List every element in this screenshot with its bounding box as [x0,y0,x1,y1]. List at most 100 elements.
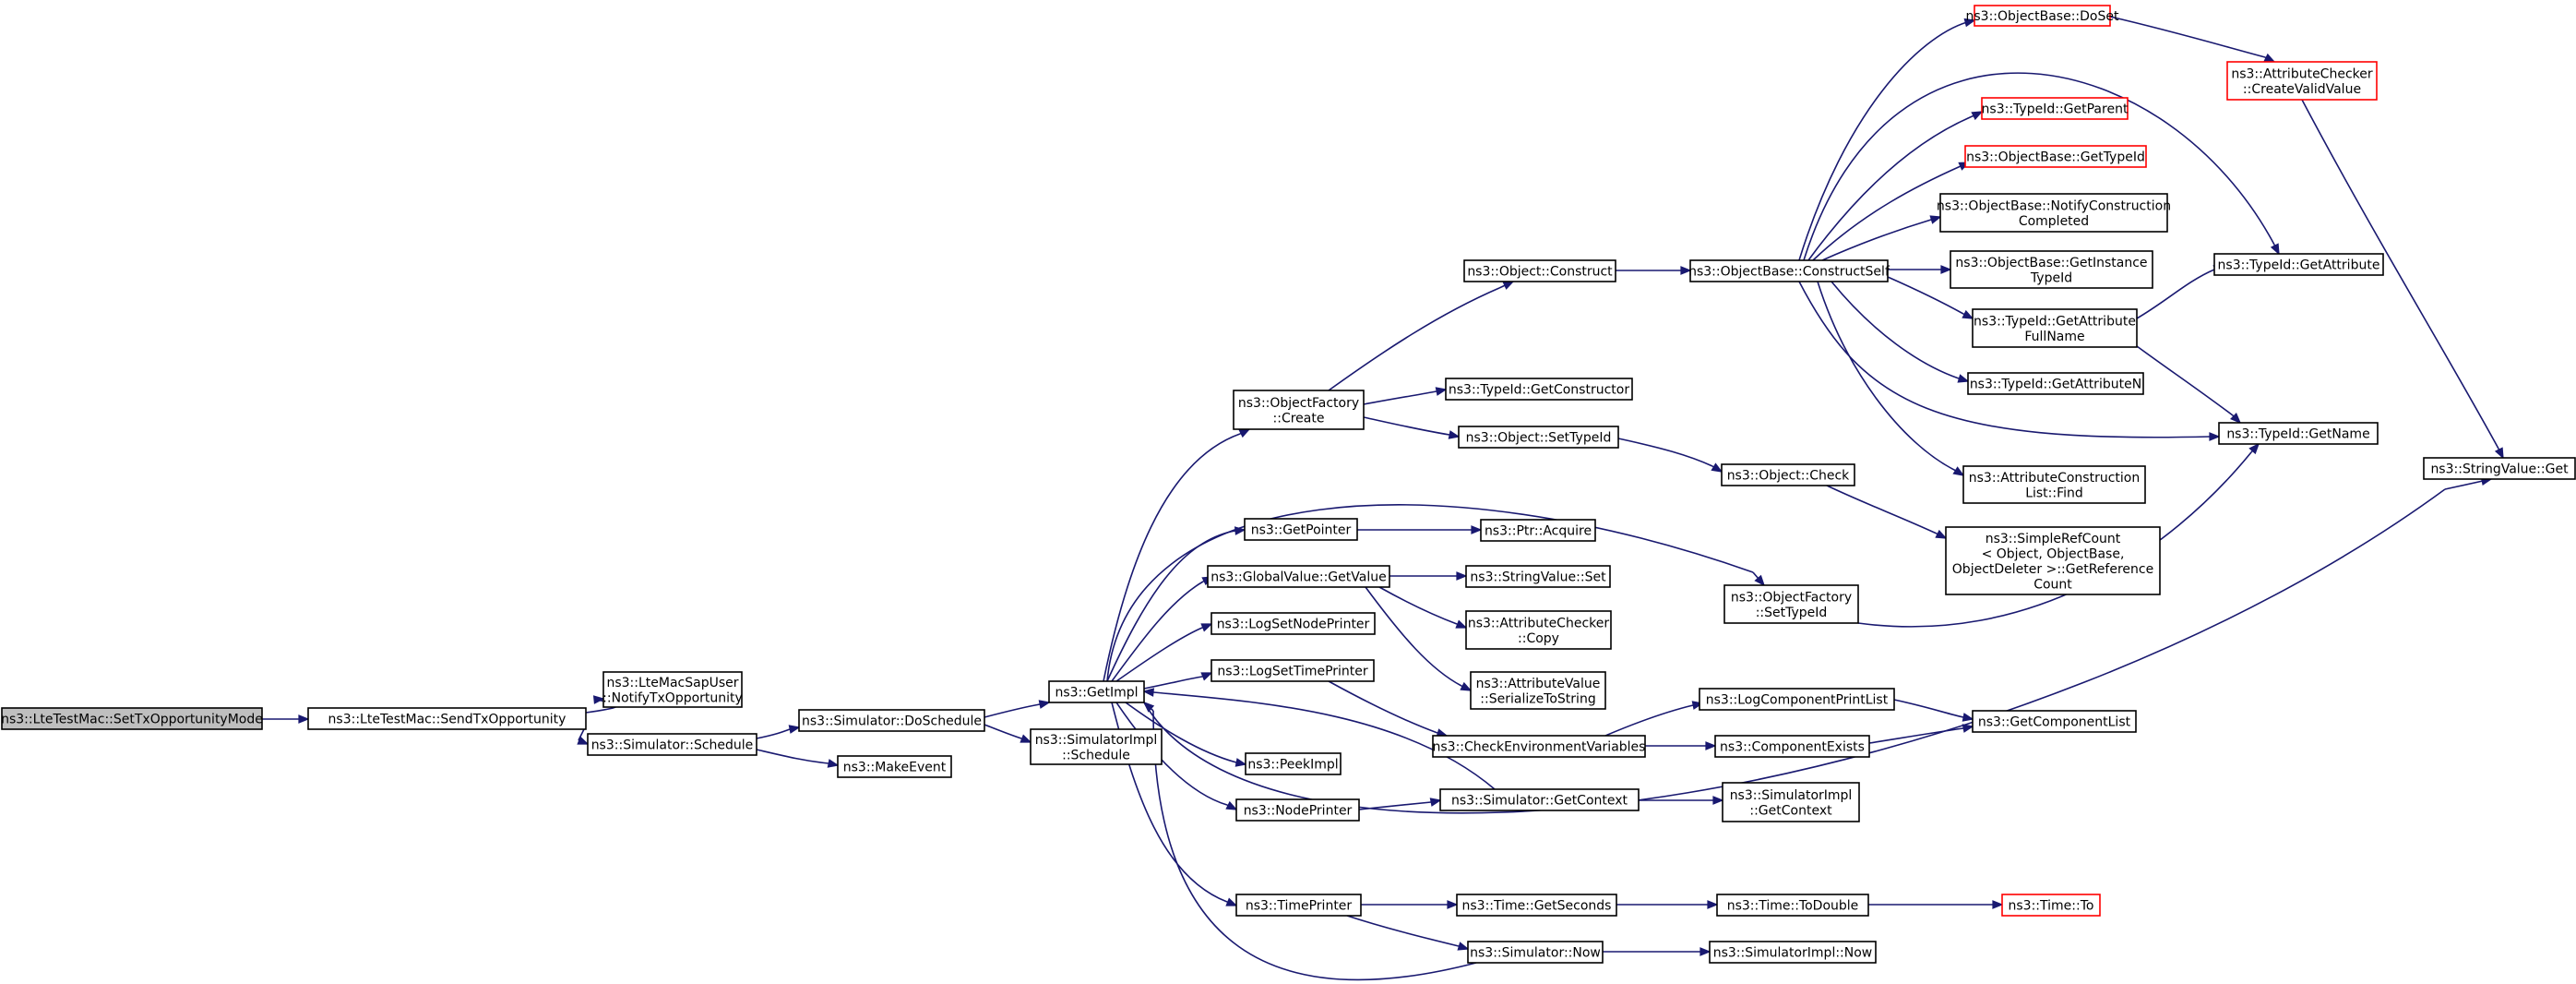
node-box[interactable] [1465,565,1611,588]
node-n6[interactable]: ns3::GetImpl [1048,680,1145,703]
node-n3[interactable]: ns3::Simulator::Schedule [587,733,757,756]
node-n36[interactable]: ns3::TypeId::GetParent [1981,97,2129,120]
node-box[interactable] [2218,422,2379,445]
node-box[interactable] [587,733,757,756]
node-n14[interactable]: ns3::NodePrinter [1235,798,1360,822]
node-box[interactable] [1974,5,2111,27]
node-n33[interactable]: ns3::Time::ToDouble [1716,894,1869,917]
node-box[interactable] [2213,253,2384,276]
node-box[interactable] [1207,565,1390,588]
node-n22[interactable]: ns3::AttributeValue::SerializeToString [1470,671,1606,710]
node-box[interactable] [1945,526,2161,595]
node-n43[interactable]: ns3::SimpleRefCount< Object, ObjectBase,… [1945,526,2161,595]
node-box[interactable] [1722,782,1860,822]
node-n37[interactable]: ns3::ObjectBase::GetTypeId [1964,145,2147,168]
node-n16[interactable]: ns3::Object::Construct [1463,259,1616,282]
node-n10[interactable]: ns3::GlobalValue::GetValue [1207,565,1390,588]
node-box[interactable] [1233,390,1365,430]
node-n46[interactable]: ns3::AttributeChecker::CreateValidValue [2226,61,2378,101]
node-box[interactable] [1967,372,2144,395]
node-box[interactable] [1458,426,1619,449]
node-box[interactable] [2226,61,2378,101]
node-n1[interactable]: ns3::LteTestMac::SendTxOpportunity [307,707,587,730]
node-n25[interactable]: ns3::Time::GetSeconds [1456,894,1617,917]
node-n20[interactable]: ns3::StringValue::Set [1465,565,1611,588]
node-n9[interactable]: ns3::GetPointer [1244,518,1358,541]
node-box[interactable] [1439,788,1640,811]
node-n23[interactable]: ns3::CheckEnvironmentVariables [1432,735,1646,758]
node-box[interactable] [1972,308,2138,348]
node-box[interactable] [602,671,743,708]
node-n44[interactable]: ns3::GetComponentList [1972,710,2137,733]
node-n30[interactable]: ns3::LogComponentPrintList [1699,688,1895,711]
node-box[interactable] [307,707,587,730]
node-box[interactable] [1950,250,2153,289]
node-box[interactable] [1470,671,1606,710]
node-box[interactable] [1939,193,2168,233]
node-box[interactable] [1432,735,1646,758]
node-n13[interactable]: ns3::PeekImpl [1245,752,1342,775]
node-n47[interactable]: ns3::TypeId::GetAttribute [2213,253,2384,276]
node-n27[interactable]: ns3::ObjectBase::ConstructSelf [1688,259,1890,282]
node-box[interactable] [1210,612,1376,635]
node-n15[interactable]: ns3::TimePrinter [1235,894,1362,917]
node-box[interactable] [1709,941,1877,964]
node-n41[interactable]: ns3::TypeId::GetAttributeN [1967,372,2144,395]
node-box[interactable] [1689,259,1889,282]
node-box[interactable] [1962,465,2146,504]
node-n17[interactable]: ns3::TypeId::GetConstructor [1445,378,1633,401]
node-box[interactable] [1467,941,1604,964]
node-n28[interactable]: ns3::Object::Check [1721,463,1855,486]
node-box[interactable] [1210,659,1375,682]
node-n49[interactable]: ns3::StringValue::Get [2423,457,2576,480]
node-n18[interactable]: ns3::Object::SetTypeId [1458,426,1619,449]
node-box[interactable] [2423,457,2576,480]
node-n12[interactable]: ns3::LogSetTimePrinter [1210,659,1375,682]
node-n34[interactable]: ns3::SimulatorImpl::Now [1709,941,1877,964]
node-n31[interactable]: ns3::ComponentExists [1714,735,1870,758]
node-box[interactable] [1721,463,1855,486]
node-box[interactable] [1723,584,1859,624]
node-box[interactable] [1480,519,1596,542]
node-box[interactable] [2001,894,2101,917]
node-box[interactable] [837,755,952,778]
node-n26[interactable]: ns3::Simulator::Now [1467,941,1604,964]
node-box[interactable] [1463,259,1616,282]
node-n0[interactable]: ns3::LteTestMac::SetTxOpportunityMode [1,707,263,730]
node-n7[interactable]: ns3::SimulatorImpl::Schedule [1030,728,1163,765]
node-box[interactable] [1,707,263,730]
node-box[interactable] [1235,798,1360,822]
node-box[interactable] [1981,97,2129,120]
node-box[interactable] [1030,728,1163,765]
node-n35[interactable]: ns3::ObjectBase::DoSet [1966,5,2119,27]
node-box[interactable] [1972,710,2137,733]
node-n24[interactable]: ns3::Simulator::GetContext [1439,788,1640,811]
node-n38[interactable]: ns3::ObjectBase::NotifyConstructionCompl… [1937,193,2171,233]
node-box[interactable] [1716,894,1869,917]
node-n8[interactable]: ns3::ObjectFactory::Create [1233,390,1365,430]
node-box[interactable] [1245,752,1342,775]
node-box[interactable] [798,709,985,732]
node-box[interactable] [1456,894,1617,917]
node-n2[interactable]: ns3::LteMacSapUser::NotifyTxOpportunity [602,671,743,708]
node-box[interactable] [1465,610,1612,650]
node-n5[interactable]: ns3::MakeEvent [837,755,952,778]
node-n21[interactable]: ns3::AttributeChecker::Copy [1465,610,1612,650]
node-n4[interactable]: ns3::Simulator::DoSchedule [798,709,985,732]
node-n29[interactable]: ns3::ObjectFactory::SetTypeId [1723,584,1859,624]
node-n45[interactable]: ns3::Time::To [2001,894,2101,917]
node-box[interactable] [1235,894,1362,917]
node-n19[interactable]: ns3::Ptr::Acquire [1480,519,1596,542]
node-box[interactable] [1714,735,1870,758]
node-box[interactable] [1445,378,1633,401]
node-box[interactable] [1048,680,1145,703]
node-box[interactable] [1244,518,1358,541]
node-n11[interactable]: ns3::LogSetNodePrinter [1210,612,1376,635]
node-n48[interactable]: ns3::TypeId::GetName [2218,422,2379,445]
node-box[interactable] [1964,145,2147,168]
node-box[interactable] [1699,688,1895,711]
node-n32[interactable]: ns3::SimulatorImpl::GetContext [1722,782,1860,822]
